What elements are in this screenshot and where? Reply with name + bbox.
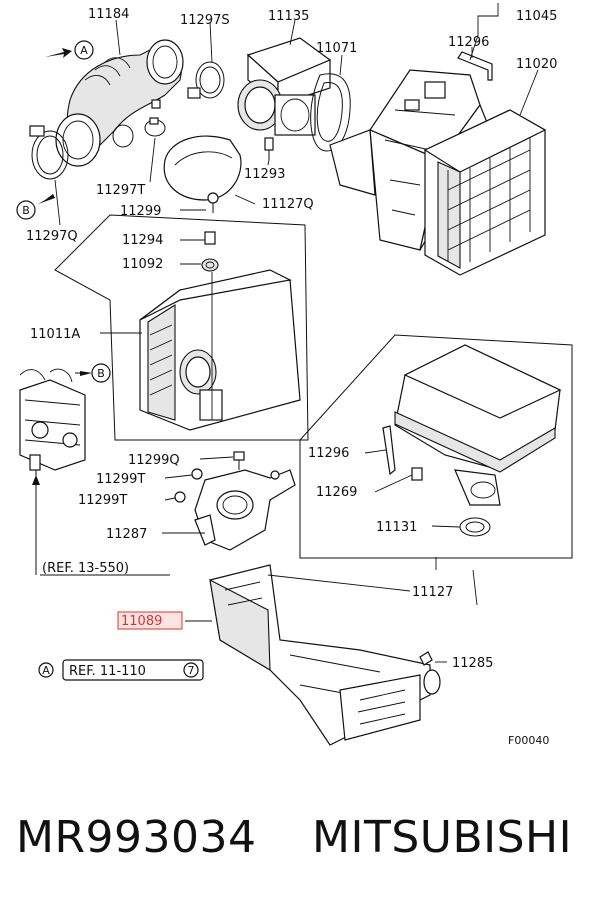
label-11293: 11293 [244,167,285,182]
ref-11-110: A REF. 11-110 7 [38,659,204,681]
airflow-sensor-11135 [237,37,332,136]
engine-reference-drawing [19,368,86,471]
label-11285: 11285 [452,656,493,671]
cap-11294 [204,231,216,245]
svg-text:REF. 11-110: REF. 11-110 [69,664,146,679]
label-11011a: 11011A [30,327,80,342]
label-11299-top: 11299 [120,204,161,219]
filter-cover-11127q [163,135,242,201]
label-11269: 11269 [316,485,357,500]
bracket-11296-right [382,425,396,476]
air-filter-element-11020 [423,109,547,276]
svg-text:7: 7 [188,664,195,677]
svg-text:A: A [42,664,50,677]
svg-text:B: B [22,204,30,217]
bushing-11269 [411,467,423,481]
frame-11011a [54,214,309,441]
marker-b-engine: B [75,363,111,383]
intake-hose-11184 [55,39,184,167]
hose-clamp-11297t [112,117,166,148]
svg-text:11089: 11089 [121,614,162,629]
label-11131: 11131 [376,520,417,535]
label-11089-highlighted: 11089 [117,611,183,630]
label-11299t-b: 11299T [78,493,127,508]
clip-11299t-a [191,468,203,480]
label-11071: 11071 [316,41,357,56]
label-11299t-a: 11299T [96,472,145,487]
hose-clamp-11297q [29,125,69,180]
frame-11127 [299,334,573,559]
footer-brand: MITSUBISHI [312,812,573,863]
figure-code: F00040 [508,734,549,747]
clip-11285 [419,651,433,666]
parts-diagram: A B [16,3,573,747]
clip-11299t-b [174,491,186,503]
label-11297s: 11297S [180,13,230,28]
label-11297t-top: 11297T [96,183,145,198]
small-clip [151,99,161,109]
marker-a-arrow: A [45,40,94,60]
marker-b-arrow: B [16,194,55,220]
air-duct-11089 [209,564,441,746]
air-cleaner-case-11011a [139,269,301,431]
bracket-11287 [194,469,296,551]
bolt-11299q [233,451,245,470]
svg-text:B: B [97,367,105,380]
footer-part-number: MR993034 [16,812,257,863]
seal-ring-11131 [459,517,491,537]
label-11127: 11127 [412,585,453,600]
hose-clamp-11297s [187,61,225,99]
highlight-box [117,611,183,630]
screw-11299 [207,192,219,213]
leader-lines [40,3,539,663]
label-11296-top: 11296 [448,35,489,50]
label-11127q: 11127Q [262,197,314,212]
label-11045: 11045 [516,9,557,24]
label-11294: 11294 [122,233,163,248]
bracket-11296-top [457,51,493,81]
bolt-11293 [264,137,274,160]
label-11092: 11092 [122,257,163,272]
grommet-11092 [201,258,219,272]
label-ref-13-550: (REF. 13-550) [42,561,129,576]
svg-text:A: A [80,44,88,57]
label-11287: 11287 [106,527,147,542]
resonator-11127 [394,344,562,506]
label-11135: 11135 [268,9,309,24]
label-11299q: 11299Q [128,453,180,468]
label-11184: 11184 [88,7,129,22]
label-11296-right: 11296 [308,446,349,461]
label-11297q: 11297Q [26,229,78,244]
label-11020: 11020 [516,57,557,72]
